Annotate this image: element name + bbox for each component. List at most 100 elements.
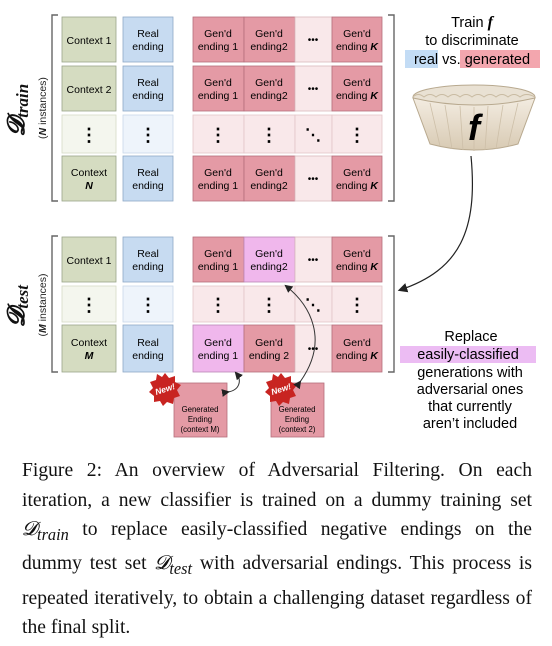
train-grid: Context 1 Real ending Gen'd ending 1 Gen… (4, 14, 395, 202)
context-label: Context 2 (67, 84, 112, 96)
ellipsis: ••• (308, 344, 319, 355)
generated-ending-label: Generated (279, 405, 316, 414)
context-cell (61, 65, 117, 112)
dots-cell (294, 285, 333, 323)
gen-ending-label: Gen'd (343, 77, 371, 89)
test-grid: Context 1 Real ending Gen'd ending 1 Gen… (4, 235, 395, 373)
real-ending-label: ending (132, 41, 164, 53)
gen-ending-cell (243, 65, 296, 112)
filter-to-test-arrow (397, 155, 474, 293)
real-ending-label: Real (137, 337, 159, 349)
real-ending-label: Real (137, 77, 159, 89)
gen-ending-cell (192, 155, 245, 202)
replace-note-line4: adversarial ones (417, 382, 523, 398)
dots-cell (331, 285, 383, 323)
dots-cell (122, 285, 174, 323)
easily-classified-highlight (400, 346, 536, 363)
context-var: M (85, 350, 94, 362)
gen-ending-k-cell (331, 236, 383, 283)
replace-note: Replace easily-classified generations wi… (400, 329, 536, 432)
replace-note-line6: aren’t included (423, 416, 517, 432)
ellipsis: ••• (308, 84, 319, 95)
replace-note-line3: generations with (417, 365, 523, 381)
gen-ending-label: ending2 (250, 180, 288, 192)
train-row-2: Context 2 Real ending Gen'd ending 1 Gen… (61, 65, 383, 112)
real-ending-cell (122, 65, 174, 112)
real-ending-cell (122, 16, 174, 63)
gen-ending-cell (192, 65, 245, 112)
context-var: N (85, 180, 93, 192)
vdots: ⋮ (260, 125, 278, 145)
generated-highlight (460, 50, 540, 68)
gen-ending-cell (192, 236, 245, 283)
adversarial-filtering-figure: Context 1 Real ending Gen'd ending 1 Gen… (4, 14, 540, 438)
dtrain-symbol: 𝓓train (22, 519, 69, 544)
gen-ending-label: Gen'd (343, 337, 371, 349)
gen-ending-label: Gen'd (343, 167, 371, 179)
generated-ending-label: (context M) (181, 425, 220, 434)
vdots: ⋮ (139, 295, 157, 315)
gen-ending-k-cell (331, 16, 383, 63)
gen-ending-label: Gen'd (255, 167, 283, 179)
gen-ending-label: ending K (336, 41, 379, 53)
train-right-bracket (388, 14, 395, 202)
context-label: Context (71, 167, 107, 179)
figure-caption: Figure 2: An overview of Adversarial Fil… (22, 456, 532, 643)
train-note-line1: Train f (451, 14, 495, 31)
vdots: ⋮ (209, 125, 227, 145)
generated-ending-context-2: Generated Ending (context 2) New! (265, 373, 325, 438)
generated-ending-label: Ending (285, 415, 309, 424)
ddots: ⋱ (305, 127, 321, 144)
gen-ending-label: ending 1 (198, 350, 238, 362)
real-ending-cell (122, 236, 174, 283)
gen-ending-k-cell (331, 324, 383, 373)
real-ending-label: ending (132, 180, 164, 192)
context-cell (61, 324, 117, 373)
vdots: ⋮ (348, 295, 366, 315)
vdots: ⋮ (260, 295, 278, 315)
real-ending-cell (122, 155, 174, 202)
replace-note-line2: easily-classified (417, 347, 519, 363)
caption-label: Figure 2: (22, 460, 103, 481)
generated-ending-label: Ending (188, 415, 212, 424)
real-ending-cell (122, 324, 174, 373)
ellipsis-cell (294, 16, 333, 63)
gen-ending-label: ending 1 (198, 90, 238, 102)
vdots: ⋮ (80, 295, 98, 315)
gen-ending-label: Gen'd (204, 77, 232, 89)
vdots: ⋮ (139, 125, 157, 145)
real-highlight (405, 50, 438, 68)
train-row-n: Context N Real ending Gen'd ending 1 Gen… (61, 155, 383, 202)
train-note: Train f to discriminate real vs. generat… (405, 14, 540, 68)
ellipsis-cell (294, 324, 333, 373)
gen-ending-label: ending K (336, 350, 379, 362)
ellipsis-cell (294, 155, 333, 202)
gen-ending-label: Gen'd (255, 337, 283, 349)
gen-ending-label: Gen'd (255, 28, 283, 40)
test-row-1: Context 1 Real ending Gen'd ending 1 Gen… (61, 236, 383, 283)
gen-ending-label: Gen'd (204, 167, 232, 179)
adversarial-ending-cell (192, 324, 245, 373)
gen-ending-label: Gen'd (204, 337, 232, 349)
test-row-m: Context M Real ending Gen'd ending 1 Gen… (61, 324, 383, 373)
gen-ending-label: ending2 (250, 90, 288, 102)
dots-cell (122, 114, 174, 154)
replace-note-line5: that currently (428, 399, 513, 415)
context-label: Context (71, 337, 107, 349)
dtest-symbol: 𝓓test (154, 553, 193, 579)
context-label: Context 1 (67, 255, 112, 267)
gen-ending-label: ending 1 (198, 180, 238, 192)
gen-ending-label: ending K (336, 261, 379, 273)
gen-ending-label: ending K (336, 90, 379, 102)
train-left-bracket (51, 14, 58, 202)
train-count-label: (N instances) (37, 77, 49, 139)
gen-ending-label: ending2 (250, 41, 288, 53)
generated-ending-label: (context 2) (279, 425, 316, 434)
ellipsis: ••• (308, 255, 319, 266)
ellipsis: ••• (308, 174, 319, 185)
dots-cell (294, 114, 333, 154)
dots-cell (61, 285, 117, 323)
real-ending-label: ending (132, 261, 164, 273)
test-left-bracket (51, 235, 58, 373)
vdots: ⋮ (209, 295, 227, 315)
